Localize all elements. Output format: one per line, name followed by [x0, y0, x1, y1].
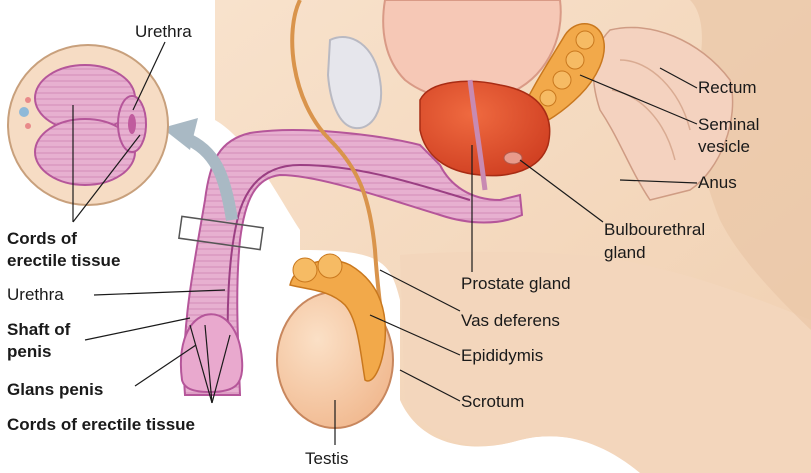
label-scrotum: Scrotum [461, 392, 524, 412]
label-shaft-line1: Shaft of [7, 320, 70, 340]
label-bulbourethral-line2: gland [604, 243, 646, 263]
label-seminal-line1: Seminal [698, 115, 759, 135]
label-prostate: Prostate gland [461, 274, 571, 294]
label-seminal-line2: vesicle [698, 137, 750, 157]
label-cords-bottom: Cords of erectile tissue [7, 415, 195, 435]
label-cords-left-line2: erectile tissue [7, 251, 120, 271]
bulbourethral-gland [504, 152, 522, 164]
label-cords-left-line1: Cords of [7, 229, 77, 249]
cross-section [8, 45, 168, 205]
label-epididymis: Epididymis [461, 346, 543, 366]
label-rectum: Rectum [698, 78, 757, 98]
label-testis: Testis [305, 449, 348, 469]
label-urethra-left: Urethra [7, 285, 64, 305]
label-vas-deferens: Vas deferens [461, 311, 560, 331]
label-urethra-top: Urethra [135, 22, 192, 42]
label-glans: Glans penis [7, 380, 103, 400]
prostate [420, 81, 550, 175]
label-bulbourethral-line1: Bulbourethral [604, 220, 705, 240]
label-shaft-line2: penis [7, 342, 51, 362]
label-anus: Anus [698, 173, 737, 193]
